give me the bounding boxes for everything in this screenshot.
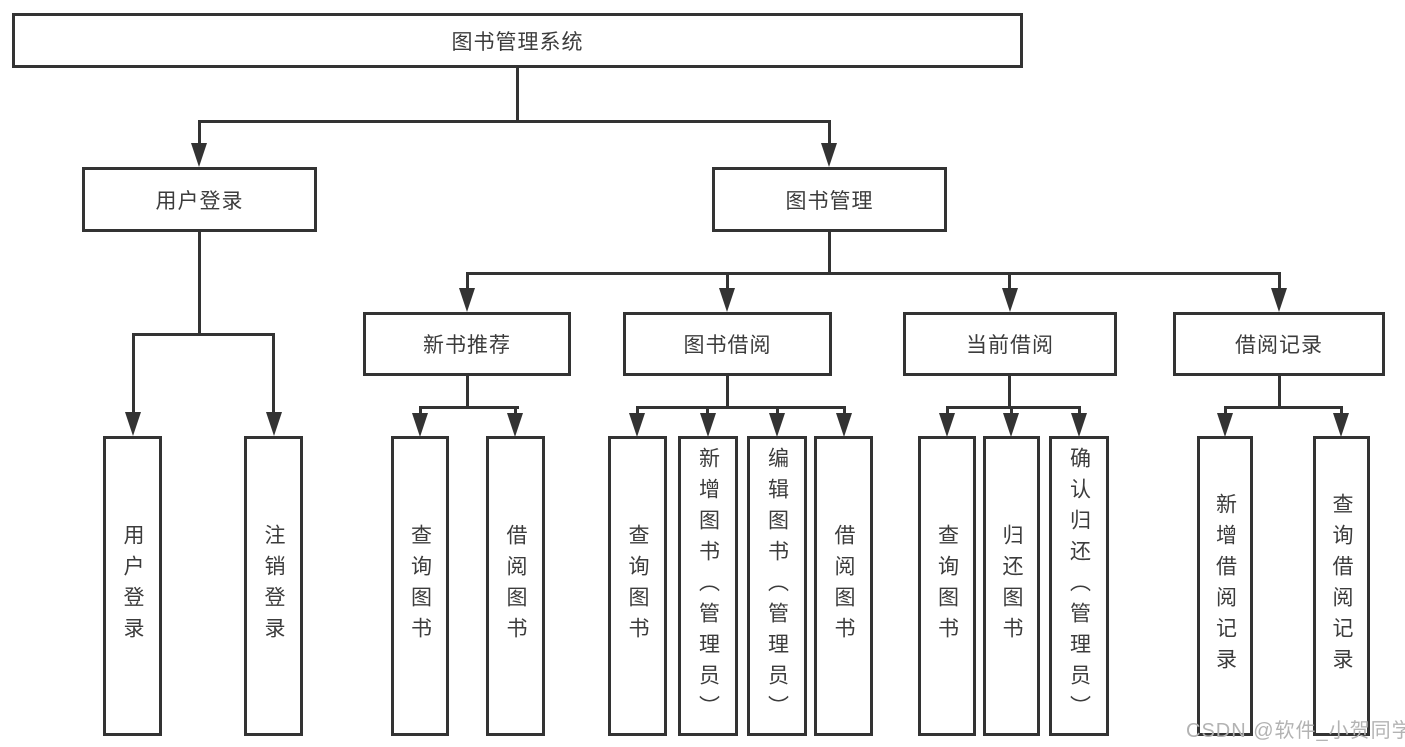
node-leaf-logout: 注销登录: [244, 436, 303, 736]
node-leaf-bb-borrow-book-label: 借阅图书: [832, 524, 856, 648]
arrowhead-rec-query-book: [412, 413, 428, 437]
node-book-mgmt: 图书管理: [712, 167, 947, 232]
arrowhead-logout: [266, 412, 282, 436]
arrowhead-user-login: [191, 143, 207, 167]
arrowhead-book-borrow: [719, 288, 735, 312]
node-leaf-cb-confirm-return-label: 确认归还（管理员）: [1067, 446, 1091, 726]
connector-userlogin-stub-2: [272, 336, 275, 412]
node-leaf-cb-return-book: 归还图书: [983, 436, 1040, 736]
connector-br-hline: [1224, 406, 1343, 409]
node-leaf-br-query-record-label: 查询借阅记录: [1330, 493, 1354, 679]
connector-root-stub-left: [198, 123, 201, 144]
arrowhead-book-mgmt: [821, 143, 837, 167]
arrowhead-login: [125, 412, 141, 436]
connector-rec-stub-1: [419, 409, 422, 415]
node-new-book-rec-label: 新书推荐: [423, 334, 511, 357]
arrowhead-bb-query-book: [629, 413, 645, 437]
node-root: 图书管理系统: [12, 13, 1023, 68]
connector-root-stub-right: [828, 123, 831, 144]
node-leaf-bb-query-book: 查询图书: [608, 436, 667, 736]
node-leaf-bb-query-book-label: 查询图书: [626, 524, 650, 648]
connector-root-hline: [198, 120, 831, 123]
connector-br-vline: [1278, 376, 1281, 409]
connector-cb-vline: [1008, 376, 1011, 409]
arrowhead-br-query-record: [1333, 413, 1349, 437]
node-book-mgmt-label: 图书管理: [785, 189, 874, 213]
node-leaf-rec-query-book-label: 查询图书: [408, 524, 432, 648]
node-book-borrow-label: 图书借阅: [683, 334, 772, 357]
connector-cb-stub-2: [1010, 409, 1013, 415]
node-leaf-br-add-record-label: 新增借阅记录: [1213, 493, 1237, 679]
node-leaf-bb-borrow-book: 借阅图书: [814, 436, 873, 736]
node-leaf-cb-return-book-label: 归还图书: [1000, 524, 1024, 648]
csdn-watermark: CSDN @软件_小贺同学: [1186, 720, 1405, 742]
arrowhead-rec-borrow-book: [507, 413, 523, 437]
arrowhead-bb-add-book: [700, 413, 716, 437]
node-root-label: 图书管理系统: [451, 30, 584, 54]
node-leaf-rec-borrow-book: 借阅图书: [486, 436, 545, 736]
connector-bb-stub-2: [706, 409, 709, 415]
node-leaf-rec-query-book: 查询图书: [391, 436, 449, 736]
connector-bookmgmt-stub-4: [1278, 275, 1281, 289]
connector-rec-hline: [419, 406, 519, 409]
connector-rec-stub-2: [514, 409, 517, 415]
connector-userlogin-stub-1: [132, 336, 135, 412]
connector-bookmgmt-vline: [828, 232, 831, 275]
node-book-borrow: 图书借阅: [623, 312, 832, 376]
node-user-login-label: 用户登录: [155, 189, 244, 213]
arrowhead-br-add-record: [1217, 413, 1233, 437]
node-borrow-records: 借阅记录: [1173, 312, 1385, 376]
connector-bookmgmt-stub-3: [1008, 275, 1011, 289]
node-leaf-rec-borrow-book-label: 借阅图书: [504, 524, 528, 648]
connector-cb-stub-3: [1078, 409, 1081, 415]
connector-bookmgmt-stub-2: [726, 275, 729, 289]
node-leaf-login-label: 用户登录: [121, 524, 145, 648]
arrowhead-cb-confirm-return: [1071, 413, 1087, 437]
connector-bb-stub-4: [843, 409, 846, 415]
node-leaf-bb-add-book-label: 新增图书（管理员）: [696, 446, 720, 726]
connector-bookmgmt-stub-1: [466, 275, 469, 289]
node-current-borrow: 当前借阅: [903, 312, 1117, 376]
connector-cb-stub-1: [946, 409, 949, 415]
node-leaf-cb-query-book: 查询图书: [918, 436, 976, 736]
node-borrow-records-label: 借阅记录: [1235, 334, 1323, 357]
node-leaf-bb-edit-book: 编辑图书（管理员）: [747, 436, 807, 736]
node-new-book-rec: 新书推荐: [363, 312, 571, 376]
connector-bb-hline: [636, 406, 846, 409]
node-leaf-br-query-record: 查询借阅记录: [1313, 436, 1370, 736]
node-leaf-logout-label: 注销登录: [262, 524, 286, 648]
arrowhead-bb-borrow-book: [836, 413, 852, 437]
connector-cb-hline: [946, 406, 1081, 409]
node-leaf-bb-edit-book-label: 编辑图书（管理员）: [765, 446, 789, 726]
arrowhead-cb-query-book: [939, 413, 955, 437]
node-leaf-br-add-record: 新增借阅记录: [1197, 436, 1253, 736]
arrowhead-current-borrow: [1002, 288, 1018, 312]
arrowhead-borrow-records: [1271, 288, 1287, 312]
arrowhead-cb-return-book: [1003, 413, 1019, 437]
arrowhead-new-book-rec: [459, 288, 475, 312]
connector-userlogin-hline: [132, 333, 275, 336]
node-leaf-login: 用户登录: [103, 436, 162, 736]
connector-rec-vline: [466, 376, 469, 409]
connector-root-vline: [516, 68, 519, 122]
connector-bb-stub-3: [776, 409, 779, 415]
connector-bb-stub-1: [636, 409, 639, 415]
connector-br-stub-1: [1224, 409, 1227, 415]
node-leaf-cb-confirm-return: 确认归还（管理员）: [1049, 436, 1109, 736]
arrowhead-bb-edit-book: [769, 413, 785, 437]
node-leaf-cb-query-book-label: 查询图书: [935, 524, 959, 648]
connector-userlogin-vline: [198, 232, 201, 336]
connector-bookmgmt-hline: [466, 272, 1281, 275]
node-current-borrow-label: 当前借阅: [966, 334, 1054, 357]
connector-bb-vline: [726, 376, 729, 409]
node-leaf-bb-add-book: 新增图书（管理员）: [678, 436, 738, 736]
connector-br-stub-2: [1340, 409, 1343, 415]
node-user-login: 用户登录: [82, 167, 317, 232]
